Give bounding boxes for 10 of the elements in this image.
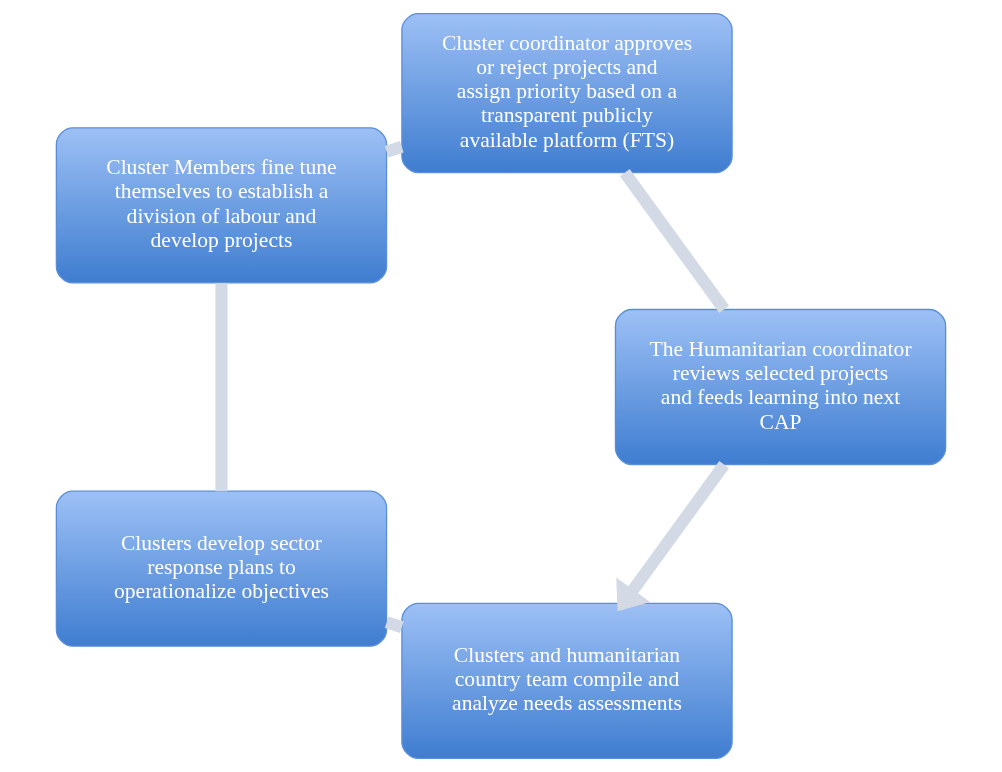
node-box: The Humanitarian coordinator reviews selected projects and feeds learning into next CAP — [614, 308, 947, 466]
connector — [384, 616, 404, 634]
arrow — [616, 461, 730, 612]
node-box: Cluster coordinator approves or reject projects and assign priority based on a transparent publicly available platform (FTS) — [401, 12, 733, 174]
node-box: Cluster Members fine tune themselves to establish a division of labour and develop projects — [55, 127, 388, 284]
connector — [215, 283, 228, 492]
node-box: Clusters and humanitarian country team compile and analyze needs assessments — [401, 602, 733, 760]
node-box: Clusters develop sector response plans to operationalize objectives — [55, 490, 388, 647]
connector — [619, 169, 730, 313]
connector — [384, 141, 404, 158]
